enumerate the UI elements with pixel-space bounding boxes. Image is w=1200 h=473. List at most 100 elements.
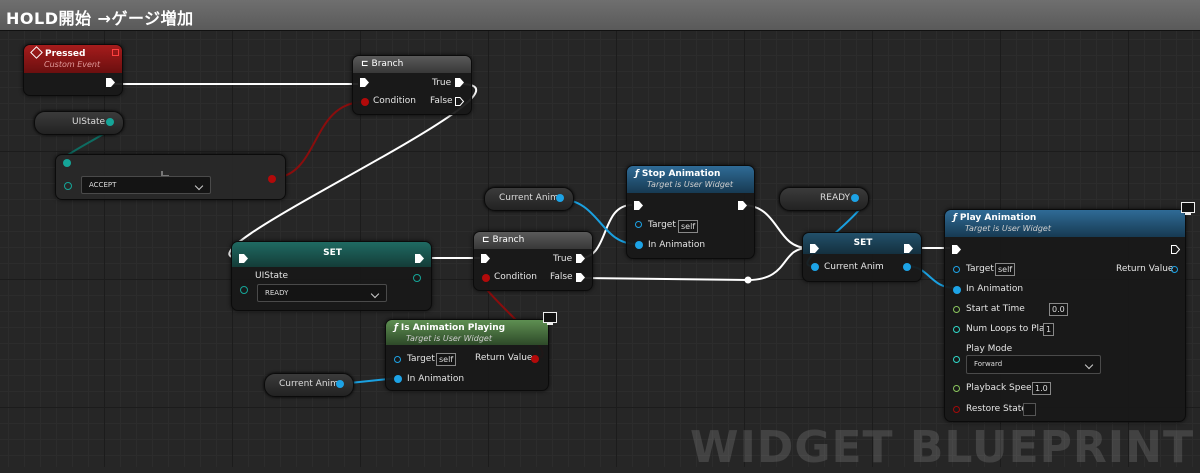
play-speed-value[interactable]: 1.0 <box>1032 382 1051 395</box>
is-playing-subtitle: Target is User Widget <box>406 334 492 343</box>
stop-anim-title: Stop Animation <box>641 169 721 179</box>
function-icon: ƒ <box>635 169 639 179</box>
ready-dropdown[interactable]: READY <box>257 284 387 302</box>
equal-enum-node[interactable]: ACCEPT <box>55 154 286 200</box>
stop-target-label: Target <box>648 220 676 230</box>
branch1-true-pin[interactable] <box>455 78 465 88</box>
ready-out-pin[interactable] <box>851 194 859 202</box>
stop-target-value[interactable]: self <box>678 220 699 233</box>
play-target-pin[interactable] <box>953 266 960 273</box>
set-uistate-node[interactable]: SET UIState READY <box>231 241 432 311</box>
set2-var-label: Current Anim <box>824 262 884 272</box>
play-mode-pin[interactable] <box>953 356 960 363</box>
branch1-exec-in-pin[interactable] <box>360 78 370 88</box>
is-playing-return-label: Return Value <box>475 353 533 363</box>
set1-out-pin[interactable] <box>413 274 421 282</box>
play-loops-pin[interactable] <box>953 326 960 333</box>
is-playing-in-anim-pin[interactable] <box>394 375 402 383</box>
branch1-node[interactable]: ⊏Branch True Condition False <box>352 55 472 115</box>
is-playing-target-label: Target <box>407 354 435 364</box>
accept-dropdown-value: ACCEPT <box>89 181 117 189</box>
set1-exec-in-pin[interactable] <box>239 254 249 264</box>
current-anim-getter-1[interactable]: Current Anim <box>484 187 574 211</box>
play-exec-out-pin[interactable] <box>1171 245 1181 255</box>
set2-title: SET <box>853 238 873 248</box>
dropdown-chevron-icon <box>194 181 204 191</box>
play-speed-pin[interactable] <box>953 385 960 392</box>
monitor-icon <box>1181 202 1195 215</box>
equal-symbol-bar <box>163 175 169 176</box>
is-playing-target-pin[interactable] <box>394 356 401 363</box>
play-loops-value[interactable]: 1 <box>1043 323 1055 336</box>
play-target-value[interactable]: self <box>995 263 1016 276</box>
graph-title: HOLD開始 →ゲージ増加 <box>6 9 194 28</box>
stop-exec-out-pin[interactable] <box>738 201 748 211</box>
ready-dropdown-value: READY <box>265 289 289 297</box>
play-start-pin[interactable] <box>953 306 960 313</box>
set1-in-pin[interactable] <box>240 286 248 294</box>
play-anim-subtitle: Target is User Widget <box>965 224 1051 233</box>
is-playing-return-pin[interactable] <box>531 355 539 363</box>
set1-exec-out-pin[interactable] <box>415 254 425 264</box>
play-mode-dropdown[interactable]: Forward <box>966 355 1101 374</box>
monitor-icon <box>543 312 557 325</box>
branch2-false-label: False <box>550 272 573 282</box>
play-in-anim-label: In Animation <box>966 284 1024 294</box>
branch2-condition-pin[interactable] <box>482 274 490 282</box>
is-playing-target-value[interactable]: self <box>436 353 457 366</box>
play-start-value[interactable]: 0.0 <box>1049 303 1068 316</box>
set2-out-pin[interactable] <box>903 263 911 271</box>
set2-in-pin[interactable] <box>811 263 819 271</box>
branch2-true-pin[interactable] <box>576 254 586 264</box>
uistate-getter-node[interactable]: UIState <box>34 111 124 135</box>
branch2-true-label: True <box>553 254 573 264</box>
set2-exec-in-pin[interactable] <box>810 244 820 254</box>
set2-exec-out-pin[interactable] <box>904 244 914 254</box>
set1-var-label: UIState <box>255 271 289 281</box>
exec-out-pin[interactable] <box>106 78 116 88</box>
stop-anim-subtitle: Target is User Widget <box>647 180 733 189</box>
set-current-anim-node[interactable]: SET Current Anim <box>802 232 922 282</box>
function-icon: ƒ <box>394 323 398 333</box>
graph-title-bar: HOLD開始 →ゲージ増加 <box>0 0 1200 31</box>
is-playing-title: Is Animation Playing <box>400 323 506 333</box>
accept-dropdown[interactable]: ACCEPT <box>81 176 211 194</box>
stop-target-pin[interactable] <box>635 221 642 228</box>
delegate-pin[interactable] <box>112 49 119 56</box>
branch1-false-pin[interactable] <box>455 97 465 107</box>
ready-getter-node[interactable]: READY <box>779 187 869 211</box>
branch2-exec-in-pin[interactable] <box>481 254 491 264</box>
stop-in-anim-pin[interactable] <box>635 241 643 249</box>
branch2-false-pin[interactable] <box>576 273 586 283</box>
play-speed-label: Playback Speed <box>966 383 1038 393</box>
pressed-event-node[interactable]: Pressed Custom Event <box>23 44 123 96</box>
branch1-false-label: False <box>430 96 453 106</box>
branch1-condition-pin[interactable] <box>361 98 369 106</box>
uistate-getter-label: UIState <box>72 117 106 127</box>
set1-title: SET <box>323 248 342 258</box>
stop-exec-in-pin[interactable] <box>634 201 644 211</box>
event-title: Pressed <box>30 46 116 59</box>
branch2-condition-label: Condition <box>494 272 537 282</box>
play-restore-pin[interactable] <box>953 406 960 413</box>
play-restore-checkbox[interactable] <box>1023 403 1036 416</box>
branch-icon: ⊏ <box>482 235 490 245</box>
play-exec-in-pin[interactable] <box>952 245 962 255</box>
play-return-pin[interactable] <box>1171 266 1178 273</box>
current-anim-2-out-pin[interactable] <box>336 380 344 388</box>
enum-b-pin[interactable] <box>64 182 72 190</box>
branch2-node[interactable]: ⊏Branch True Condition False <box>473 231 593 291</box>
play-start-label: Start at Time <box>966 304 1025 314</box>
current-anim-1-out-pin[interactable] <box>556 194 564 202</box>
equal-return-pin[interactable] <box>268 175 276 183</box>
current-anim-getter-2[interactable]: Current Anim <box>264 373 354 397</box>
play-in-anim-pin[interactable] <box>953 286 961 294</box>
uistate-out-pin[interactable] <box>106 118 114 126</box>
enum-a-pin[interactable] <box>63 159 71 167</box>
blueprint-watermark: WIDGET BLUEPRINT <box>689 422 1194 473</box>
branch1-true-label: True <box>432 78 452 88</box>
current-anim-2-label: Current Anim <box>279 379 339 389</box>
